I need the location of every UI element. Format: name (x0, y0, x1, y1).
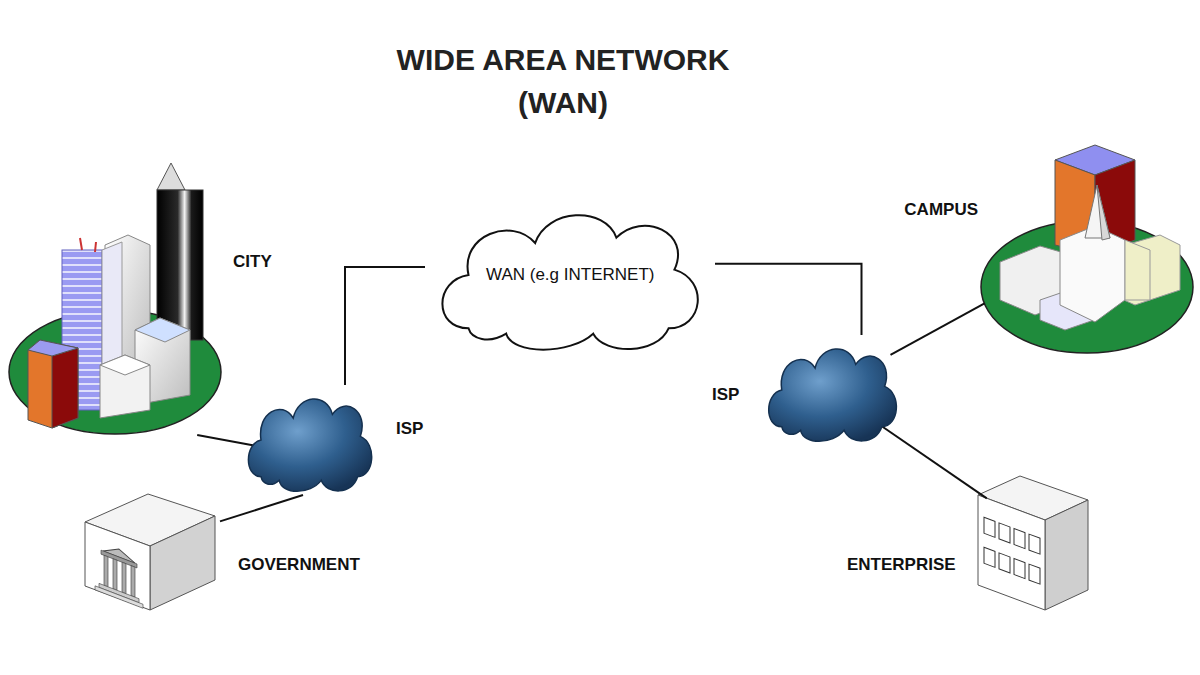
site-node: GOVERNMENT (80, 485, 220, 615)
node-label: GOVERNMENT (238, 555, 360, 575)
cloud-outline (442, 215, 697, 349)
network-link (220, 495, 303, 521)
wan-cloud: WAN (e.g INTERNET) (425, 195, 715, 355)
site-node: CITY (8, 160, 223, 435)
node-label: CAMPUS (904, 200, 978, 220)
isp-cloud-shape (240, 385, 380, 495)
campus-illustration (981, 145, 1193, 353)
diagram-title: WIDE AREA NETWORK (WAN) (373, 38, 753, 124)
node-label: CITY (233, 252, 272, 272)
isp-cloud: ISP (760, 335, 905, 445)
site-node: CAMPUS (978, 140, 1196, 355)
network-link (880, 425, 986, 498)
network-link (345, 267, 425, 385)
network-link (715, 264, 862, 335)
node-label: ISP (396, 419, 423, 439)
cloud-label: WAN (e.g INTERNET) (486, 265, 654, 285)
government-building (85, 494, 215, 610)
isp-cloud-shape (760, 335, 905, 445)
city-illustration (9, 163, 221, 434)
isp-cloud: ISP (240, 385, 380, 495)
cloud-outline (769, 349, 897, 441)
node-label: ENTERPRISE (847, 555, 956, 575)
cloud-outline (248, 399, 371, 491)
network-link (891, 303, 985, 354)
network-link (197, 435, 254, 446)
node-label: ISP (712, 385, 739, 405)
enterprise-building (978, 476, 1088, 610)
site-node: ENTERPRISE (975, 470, 1093, 612)
